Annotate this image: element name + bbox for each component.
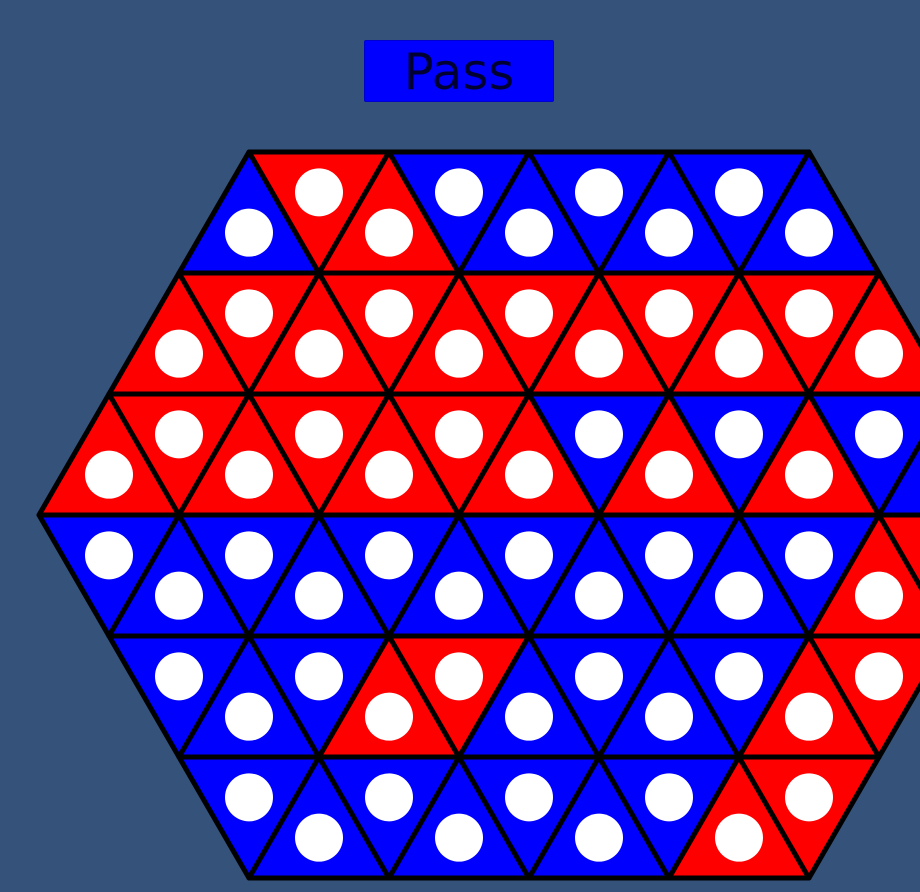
cell-dot	[225, 289, 273, 338]
cell-dot	[85, 450, 133, 499]
board-cell[interactable]	[876, 394, 920, 518]
cell-dot	[435, 168, 483, 217]
cell-dot	[645, 208, 693, 257]
cell-dot	[295, 571, 343, 620]
cell-dot	[365, 208, 413, 257]
cell-dot	[785, 289, 833, 338]
cell-dot	[575, 813, 623, 862]
cell-dot	[645, 289, 693, 338]
cell-dot	[855, 329, 903, 378]
cell-dot	[505, 289, 553, 338]
cell-dot	[785, 692, 833, 741]
cell-dot	[225, 450, 273, 499]
cell-dot	[435, 652, 483, 701]
cell-dot	[295, 168, 343, 217]
cell-dot	[225, 773, 273, 822]
cell-dot	[715, 652, 763, 701]
cell-dot	[505, 773, 553, 822]
cell-dot	[295, 329, 343, 378]
cell-dot	[575, 168, 623, 217]
board-cell[interactable]	[876, 512, 920, 636]
cell-dot	[435, 813, 483, 862]
pass-button[interactable]: Pass	[364, 40, 554, 102]
cell-dot	[365, 531, 413, 580]
cell-dot	[855, 652, 903, 701]
cell-dot	[155, 571, 203, 620]
cell-dot	[435, 329, 483, 378]
cell-dot	[85, 531, 133, 580]
cell-dot	[645, 773, 693, 822]
cell-dot	[295, 410, 343, 459]
cell-dot	[295, 813, 343, 862]
cell-dot	[715, 168, 763, 217]
cell-dot	[435, 571, 483, 620]
cell-dot	[295, 652, 343, 701]
cell-dot	[715, 813, 763, 862]
cell-dot	[225, 531, 273, 580]
cell-dot	[365, 450, 413, 499]
cell-dot	[785, 450, 833, 499]
cell-dot	[785, 208, 833, 257]
cell-dot	[155, 329, 203, 378]
cell-dot	[225, 208, 273, 257]
cell-dot	[715, 410, 763, 459]
cell-dot	[365, 289, 413, 338]
cell-dot	[645, 450, 693, 499]
cell-dot	[155, 410, 203, 459]
cell-dot	[505, 531, 553, 580]
cell-dot	[505, 450, 553, 499]
cell-dot	[785, 531, 833, 580]
cell-dot	[575, 410, 623, 459]
cell-dot	[855, 571, 903, 620]
cell-dot	[225, 692, 273, 741]
cell-dot	[505, 692, 553, 741]
cell-dot	[575, 652, 623, 701]
cell-dot	[435, 410, 483, 459]
cell-dot	[715, 329, 763, 378]
cell-dot	[715, 571, 763, 620]
cell-dot	[155, 652, 203, 701]
cell-dot	[505, 208, 553, 257]
cell-dot	[365, 773, 413, 822]
cell-dot	[575, 329, 623, 378]
cell-dot	[645, 692, 693, 741]
cell-dot	[855, 410, 903, 459]
cell-dot	[575, 571, 623, 620]
cell-dot	[785, 773, 833, 822]
cell-dot	[645, 531, 693, 580]
cell-dot	[365, 692, 413, 741]
